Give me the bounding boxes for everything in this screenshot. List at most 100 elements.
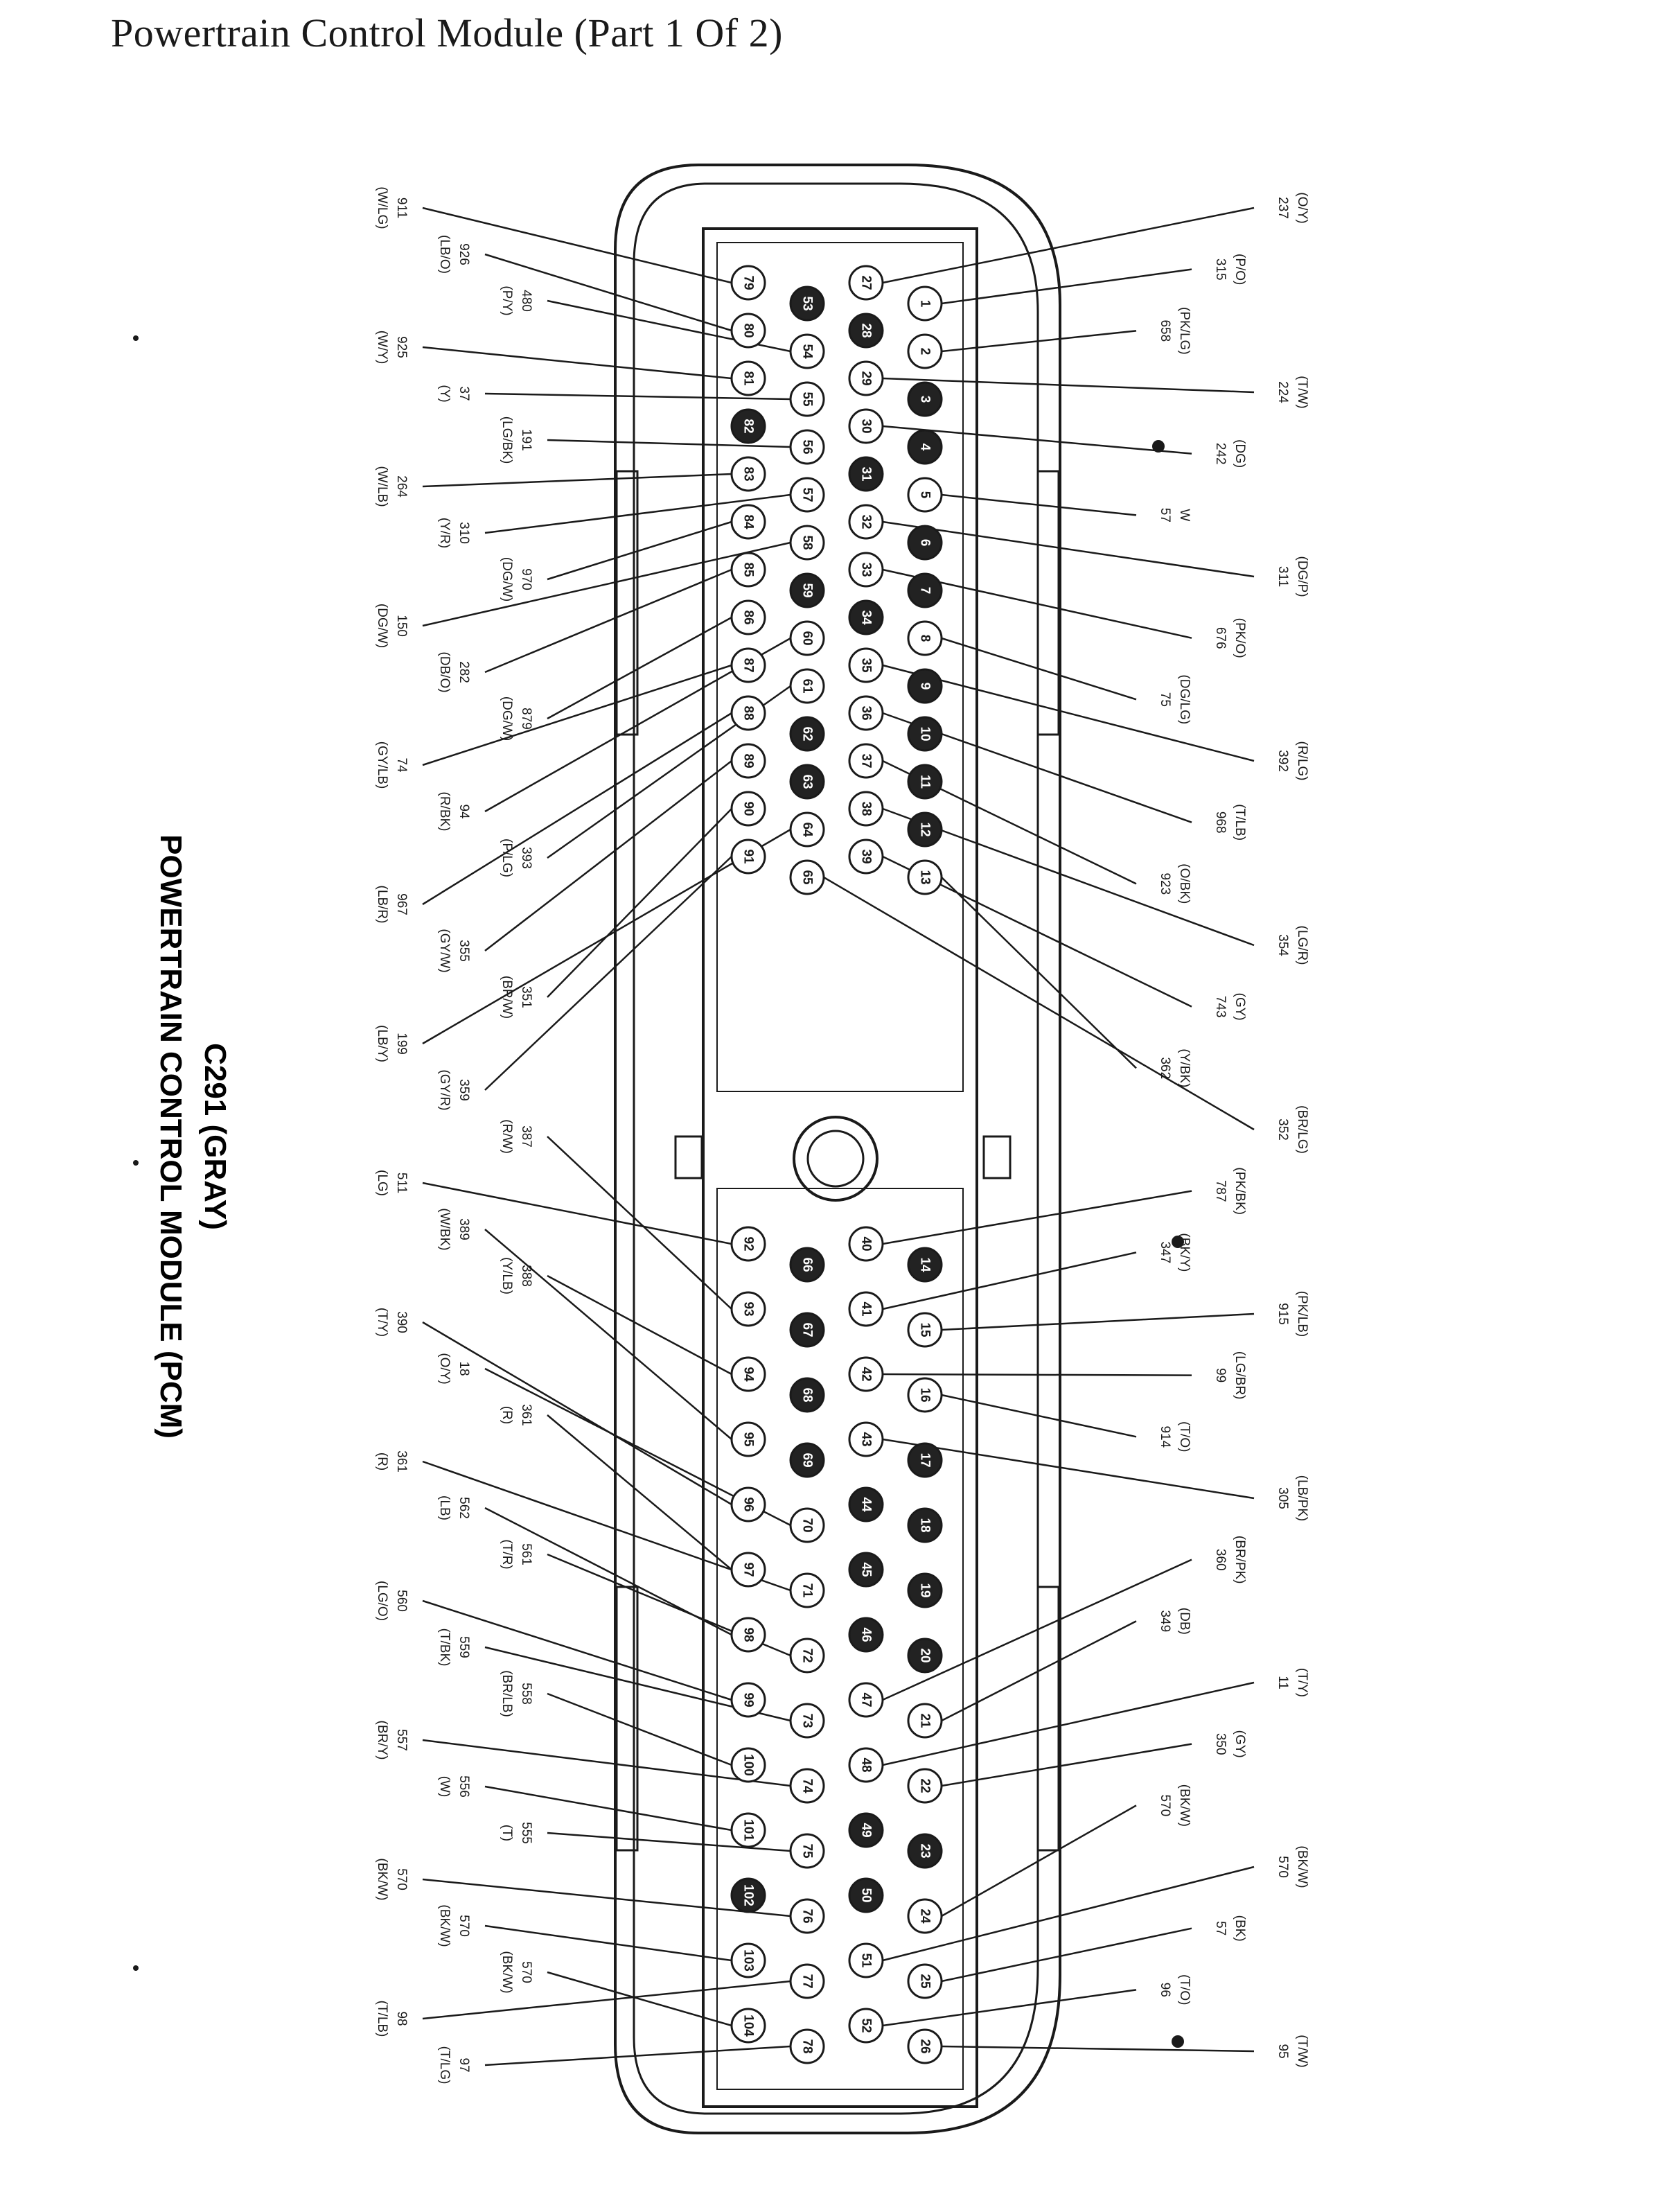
- pin-30: 30: [848, 408, 884, 444]
- pin-number: 68: [800, 1387, 815, 1402]
- wire-color: (DG/W): [500, 696, 514, 741]
- wire-number: 570: [394, 1868, 409, 1890]
- pin-number: 7: [918, 587, 933, 595]
- pin-29: 29: [848, 360, 884, 396]
- pin-circle: [789, 1768, 825, 1804]
- wire-color: (O/Y): [437, 1353, 452, 1384]
- pin-circle: [907, 381, 943, 417]
- callout-911: 911(W/LG): [375, 186, 409, 229]
- pin-number: 14: [918, 1257, 933, 1272]
- wire-number: 315: [1213, 258, 1228, 281]
- pin-circle: [907, 1638, 943, 1674]
- callout-191: 191(LG/BK): [500, 416, 533, 464]
- pin-circle: [789, 1898, 825, 1934]
- leader-line: [484, 856, 732, 1091]
- pin-44: 44: [848, 1486, 884, 1522]
- pin-number: 17: [918, 1452, 933, 1467]
- pin-61: 61: [789, 668, 825, 704]
- leader-line: [882, 520, 1255, 578]
- pin-number: 23: [918, 1843, 933, 1858]
- leader-line: [823, 876, 1255, 1131]
- callout-349: 349(DB): [1158, 1608, 1192, 1635]
- wire-number: 359: [457, 1079, 471, 1101]
- pin-48: 48: [848, 1747, 884, 1783]
- wire-number: 393: [519, 847, 533, 869]
- page-title: Powertrain Control Module (Part 1 Of 2): [111, 10, 783, 55]
- pin-23: 23: [907, 1833, 943, 1869]
- leader-line: [547, 1692, 732, 1766]
- pin-number: 48: [859, 1757, 874, 1772]
- pin-2: 2: [907, 333, 943, 369]
- leader-line: [882, 1252, 1137, 1310]
- wire-color: (LB): [437, 1495, 452, 1520]
- wire-number: 559: [457, 1636, 471, 1658]
- pin-number: 33: [859, 562, 874, 577]
- wire-color: (W/LG): [375, 186, 389, 229]
- pin-circle: [789, 668, 825, 704]
- wire-color: (Y/R): [437, 518, 452, 548]
- wire-number: 968: [1213, 811, 1228, 834]
- pin-98: 98: [730, 1617, 766, 1653]
- pin-number: 1: [918, 300, 933, 308]
- pin-circle: [730, 599, 766, 635]
- wire-number: 349: [1158, 1610, 1172, 1632]
- pin-number: 44: [859, 1497, 874, 1512]
- wire-color: (BR/PK): [1233, 1536, 1247, 1584]
- callout-315: 315(P/O): [1213, 254, 1247, 285]
- leader-line: [547, 439, 791, 448]
- pin-circle: [730, 695, 766, 731]
- callout-351: 351(BR/W): [500, 976, 533, 1019]
- pin-40: 40: [848, 1226, 884, 1262]
- pin-number: 91: [741, 849, 756, 864]
- pin-circle: [730, 456, 766, 492]
- pin-circle: [848, 1486, 884, 1522]
- pin-45: 45: [848, 1552, 884, 1588]
- leader-line: [422, 1739, 791, 1787]
- pin-11: 11: [907, 764, 943, 800]
- pin-90: 90: [730, 791, 766, 827]
- leader-line: [941, 493, 1137, 516]
- leader-line: [422, 541, 791, 627]
- pin-number: 65: [800, 870, 815, 885]
- pin-58: 58: [789, 525, 825, 561]
- pin-24: 24: [907, 1898, 943, 1934]
- wire-number: 150: [394, 615, 409, 637]
- pin-7: 7: [907, 572, 943, 608]
- pin-circle: [789, 333, 825, 369]
- pin-circle: [789, 716, 825, 752]
- callout-570: 570(BK/W): [500, 1951, 533, 1993]
- leader-line: [882, 425, 1192, 455]
- pin-27: 27: [848, 265, 884, 301]
- pin-circle: [789, 1572, 825, 1608]
- pin-number: 38: [859, 801, 874, 816]
- pin-number: 100: [741, 1754, 756, 1776]
- wire-number: 57: [1213, 1921, 1228, 1936]
- wire-color: (T/LB): [375, 2001, 389, 2037]
- pin-32: 32: [848, 504, 884, 540]
- pin-39: 39: [848, 839, 884, 875]
- pin-circle: [730, 265, 766, 301]
- margin-dot: [133, 1965, 139, 1971]
- wire-number: 390: [394, 1311, 409, 1333]
- wire-color: (BR/Y): [375, 1721, 389, 1760]
- wire-color: (GY/R): [437, 1069, 452, 1110]
- callout-359: 359 (GY/R): [437, 1069, 471, 1110]
- callout-555: 555(T): [500, 1822, 533, 1844]
- pin-number: 97: [741, 1562, 756, 1577]
- wire-color: (T/W): [1295, 376, 1309, 408]
- pin-number: 53: [800, 296, 815, 310]
- callout-11: 11(T/Y): [1275, 1668, 1309, 1697]
- callout-925: 925(W/Y): [375, 331, 409, 365]
- pin-92: 92: [730, 1226, 766, 1262]
- pin-number: 34: [859, 610, 874, 625]
- callout-390: 390(T/Y): [375, 1308, 409, 1337]
- pin-number: 79: [741, 275, 756, 290]
- pin-circle: [848, 1552, 884, 1588]
- wire-number: 95: [1275, 2044, 1290, 2058]
- pin-number: 88: [741, 705, 756, 720]
- pin-circle: [789, 859, 825, 895]
- pin-number: 56: [800, 439, 815, 454]
- pin-number: 52: [859, 2018, 874, 2033]
- pin-67: 67: [789, 1312, 825, 1348]
- wire-number: 389: [457, 1218, 471, 1240]
